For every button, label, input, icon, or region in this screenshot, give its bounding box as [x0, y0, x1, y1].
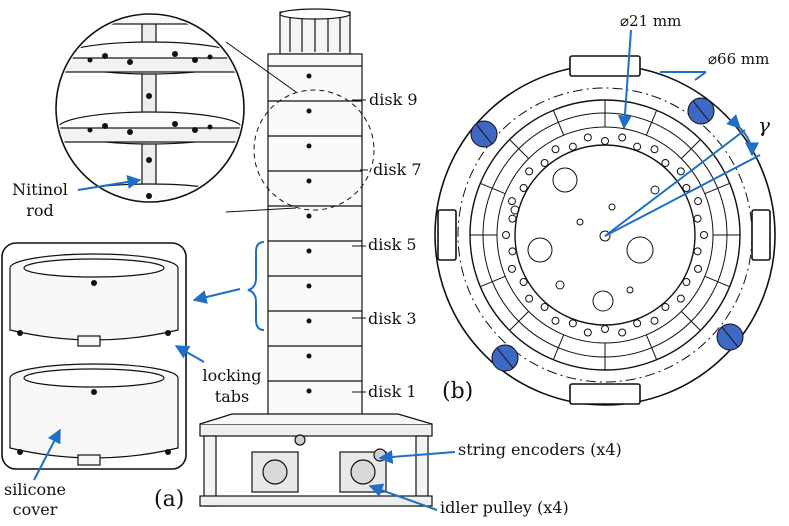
panel-a-label: (a) [154, 487, 185, 512]
disk-3-label: disk 3 [368, 309, 417, 328]
silicone-cover-label: silicone cover [0, 480, 70, 519]
disk-screw [306, 178, 312, 184]
top-view-diagram [434, 55, 776, 406]
nitinol-rod-label: Nitinol rod [2, 180, 78, 220]
tendon-hole [700, 231, 708, 239]
zoom-region-circle [253, 89, 375, 211]
tendon-hole [618, 133, 627, 142]
petal-divider [509, 139, 529, 159]
tendon-hole [507, 197, 516, 206]
gamma-angle-label: γ [758, 113, 770, 137]
tendon-hole [568, 142, 577, 151]
disk-screw [306, 213, 312, 219]
silicone-label-line1: silicone [4, 480, 66, 499]
tendon-hole [525, 294, 534, 303]
petal-divider [480, 182, 506, 195]
tendon-hole [661, 303, 670, 312]
petal-divider [645, 110, 658, 136]
disk-screw [306, 143, 312, 149]
locking-tabs-label: locking tabs [192, 366, 272, 406]
tendon-hole [583, 328, 592, 337]
brace-icon [247, 241, 265, 331]
segment-illustrations [1, 242, 187, 470]
disk-screw [306, 108, 312, 114]
dimension-lines [604, 114, 761, 237]
diameter-21-label: ⌀21 mm [620, 12, 682, 30]
disk-screw [306, 73, 312, 79]
tendon-hole [694, 264, 703, 273]
nitinol-label-line2: rod [26, 200, 54, 220]
leader-arrows [33, 29, 707, 511]
string-encoders-label: string encoders (x4) [458, 440, 622, 459]
petal-divider [704, 182, 730, 195]
tendon-hole [633, 142, 642, 151]
locking-label-line1: locking [202, 366, 262, 385]
tendon-hole [601, 137, 609, 145]
tendon-hole [519, 278, 528, 286]
tendon-hole [568, 319, 577, 328]
tendon-hole [551, 145, 560, 154]
tendon-hole [508, 214, 517, 223]
tendon-hole [618, 328, 627, 337]
tendon-hole [540, 158, 549, 167]
nitinol-label-line1: Nitinol [12, 180, 68, 199]
tendon-hole [508, 247, 517, 256]
petal-divider [681, 311, 701, 331]
tendon-hole [502, 231, 510, 239]
tendon-hole [540, 303, 549, 312]
tendon-hole [525, 167, 534, 176]
disk-9-label: disk 9 [369, 90, 418, 109]
tendon-hole [682, 184, 691, 192]
tendon-hole [583, 133, 592, 142]
petal-divider [552, 110, 565, 136]
petal-divider [704, 275, 730, 288]
disk-screw [306, 248, 312, 254]
silicone-label-line2: cover [12, 499, 58, 519]
tendon-hole [676, 167, 685, 176]
tendon-hole [633, 319, 642, 328]
disk-1-label: disk 1 [368, 382, 417, 401]
tendon-hole [551, 316, 560, 325]
tendon-hole [650, 145, 659, 154]
rod-holes [470, 97, 744, 372]
locking-label-line2: tabs [214, 386, 250, 406]
tendon-hole [650, 316, 659, 325]
tendon-hole [661, 158, 670, 167]
diameter-66-label: ⌀66 mm [708, 50, 770, 68]
disk-7-label: disk 7 [373, 160, 422, 179]
tendon-hole [693, 247, 702, 256]
disk-label-ticks [352, 99, 368, 393]
magnifier-inset [55, 13, 297, 213]
tendon-hole [693, 214, 702, 223]
petal-divider [645, 334, 658, 360]
disk-screw [306, 388, 312, 394]
disk-tower [199, 8, 433, 507]
petal-divider [509, 311, 529, 331]
disk-screw [306, 283, 312, 289]
panel-b-label: (b) [442, 379, 474, 404]
tendon-hole [694, 197, 703, 206]
idler-pulley-label: idler pulley (x4) [440, 498, 569, 517]
tendon-hole [682, 278, 691, 286]
tendon-hole [601, 325, 609, 333]
disk-screw [306, 353, 312, 359]
petal-divider [552, 334, 565, 360]
disk-5-label: disk 5 [368, 235, 417, 254]
tendon-hole [519, 184, 528, 192]
petal-divider [480, 275, 506, 288]
tendon-hole [507, 264, 516, 273]
disk-screw [306, 318, 312, 324]
tendon-hole [676, 294, 685, 303]
petal-divider [681, 139, 701, 159]
